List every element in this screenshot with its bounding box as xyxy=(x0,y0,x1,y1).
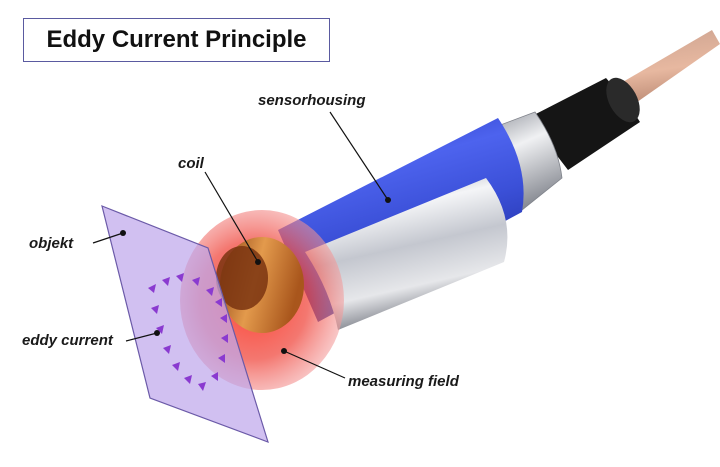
sensorhousing-leader-dot xyxy=(385,197,391,203)
diagram-title: Eddy Current Principle xyxy=(23,18,330,62)
sensorhousing-leader xyxy=(329,111,389,201)
label-coil: coil xyxy=(178,155,204,172)
coil-leader xyxy=(204,171,259,263)
cable-sleeve-end xyxy=(606,77,640,123)
coil-leader-dot xyxy=(255,259,261,265)
eddy-current-leader xyxy=(125,332,158,342)
label-eddy-current: eddy current xyxy=(22,332,113,349)
label-sensorhousing: sensorhousing xyxy=(258,92,366,109)
label-objekt: objekt xyxy=(29,235,74,252)
measuring-field-leader xyxy=(283,350,346,379)
measuring-field-leader-dot xyxy=(281,348,287,354)
label-measuring-field: measuring field xyxy=(348,373,459,390)
objekt-leader-dot xyxy=(120,230,126,236)
housing-chrome xyxy=(305,178,508,330)
eddy-current-leader-dot xyxy=(154,330,160,336)
eddy-current-marks xyxy=(148,273,228,391)
object-plate xyxy=(101,205,269,443)
objekt-leader xyxy=(92,232,124,244)
